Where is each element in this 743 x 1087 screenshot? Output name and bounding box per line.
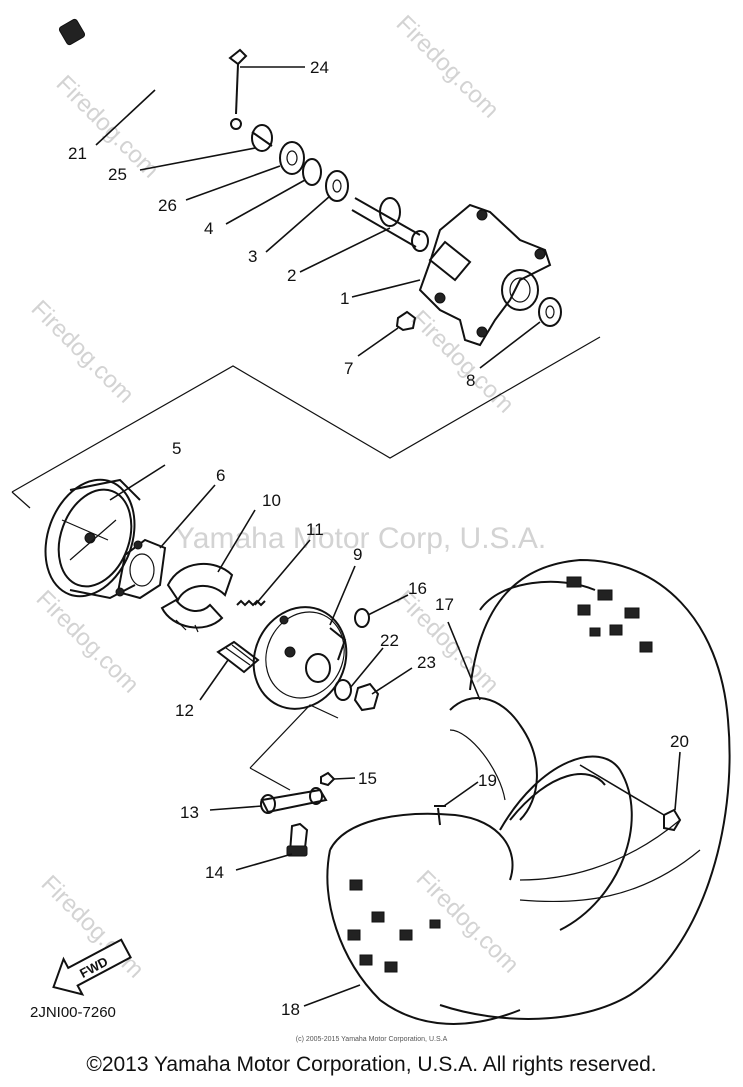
callout-25: 25 bbox=[108, 165, 127, 184]
bearing-stack bbox=[251, 124, 349, 202]
watermark-site-4: Firedog.com bbox=[406, 305, 519, 418]
hub-part bbox=[418, 203, 552, 347]
fine-print: (c) 2005-2015 Yamaha Motor Corporation, … bbox=[295, 1036, 448, 1043]
spacer-collar-part bbox=[351, 197, 429, 252]
callout-17: 17 bbox=[435, 595, 454, 614]
hub-nut-seal bbox=[395, 297, 562, 332]
watermark-site-3: Firedog.com bbox=[26, 295, 139, 408]
callout-23: 23 bbox=[417, 653, 436, 672]
callout-8: 8 bbox=[466, 371, 475, 390]
brake-shoe-part bbox=[160, 562, 234, 633]
callout-6: 6 bbox=[216, 466, 225, 485]
watermark-layer: Yamaha Motor Corp, U.S.A. Firedog.com Fi… bbox=[26, 10, 546, 983]
callout-16: 16 bbox=[408, 579, 427, 598]
brake-spring-part bbox=[236, 599, 266, 607]
callout-13: 13 bbox=[180, 803, 199, 822]
callout-20: 20 bbox=[670, 732, 689, 751]
callout-11: 11 bbox=[306, 520, 324, 539]
cam-lever-part bbox=[260, 771, 336, 857]
cotter-pin-part bbox=[228, 48, 305, 115]
callout-labels: 1 2 3 4 5 6 7 8 9 10 11 12 13 14 15 16 1… bbox=[68, 58, 689, 1019]
callout-21: 21 bbox=[68, 144, 87, 163]
callout-10: 10 bbox=[262, 491, 281, 510]
assembly-outline bbox=[11, 336, 601, 791]
callout-1: 1 bbox=[340, 289, 349, 308]
callout-18: 18 bbox=[281, 1000, 300, 1019]
copyright-notice: ©2013 Yamaha Motor Corporation, U.S.A. A… bbox=[86, 1053, 657, 1076]
callout-22: 22 bbox=[380, 631, 399, 650]
callout-12: 12 bbox=[175, 701, 194, 720]
callout-5: 5 bbox=[172, 439, 181, 458]
axle-part bbox=[58, 18, 242, 130]
drawing-code: 2JNI00-7260 bbox=[30, 1004, 116, 1021]
callout-4: 4 bbox=[204, 219, 213, 238]
watermark-brand: Yamaha Motor Corp, U.S.A. bbox=[175, 522, 546, 555]
callout-24: 24 bbox=[310, 58, 329, 77]
callout-15: 15 bbox=[358, 769, 377, 788]
callout-9: 9 bbox=[353, 545, 362, 564]
callout-26: 26 bbox=[158, 196, 177, 215]
watermark-site-6: Firedog.com bbox=[31, 585, 144, 698]
callout-19: 19 bbox=[478, 771, 497, 790]
callout-3: 3 bbox=[248, 247, 257, 266]
brake-panel-part bbox=[252, 606, 348, 710]
callout-14: 14 bbox=[205, 863, 224, 882]
wheel-tire-assembly bbox=[326, 558, 731, 1025]
brake-cam-part bbox=[216, 640, 260, 674]
callout-2: 2 bbox=[287, 266, 296, 285]
forward-arrow-icon: FWD bbox=[52, 938, 132, 996]
watermark-site-2: Firedog.com bbox=[391, 10, 504, 123]
callout-7: 7 bbox=[344, 359, 353, 378]
hub-plate-part bbox=[115, 538, 167, 600]
watermark-site-8: Firedog.com bbox=[411, 865, 524, 978]
leader-lines bbox=[95, 89, 681, 1007]
panel-fasteners bbox=[334, 608, 380, 712]
